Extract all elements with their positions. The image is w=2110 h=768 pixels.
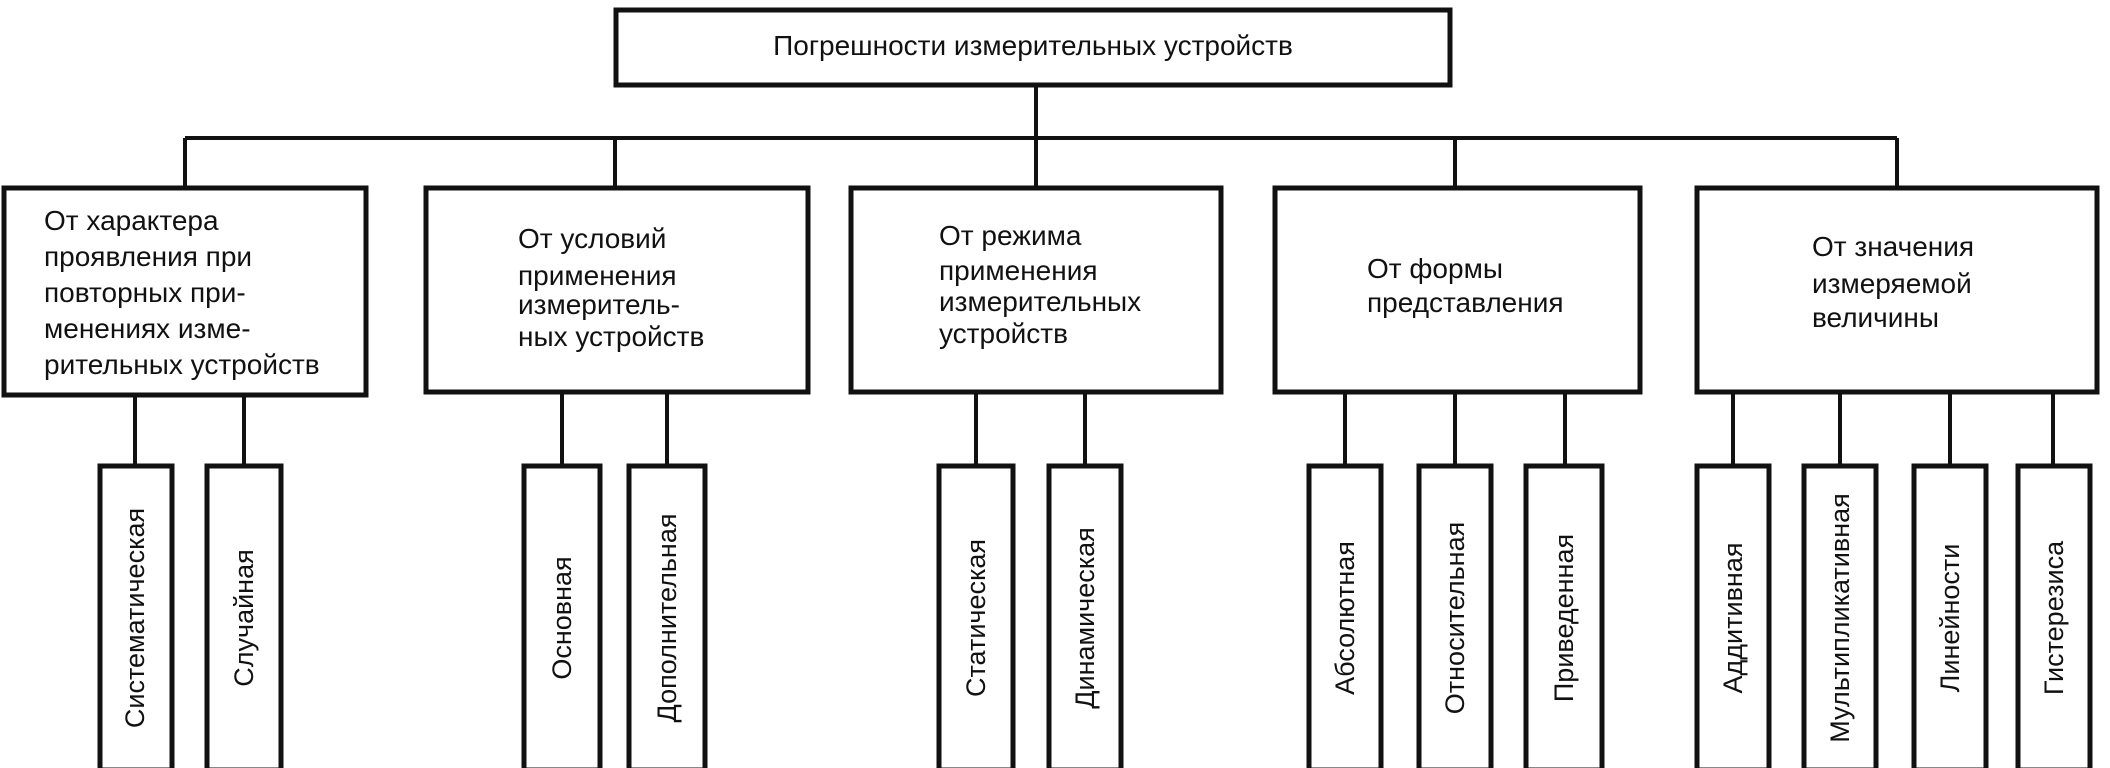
category-label: От условий применения измеритель- ных ус…	[518, 223, 704, 352]
category-node-2: От режима применения измерительных устро…	[848, 185, 1224, 395]
category-node-1: От условий применения измеритель- ных ус…	[423, 185, 811, 395]
leaf-label: Систематическая	[120, 508, 150, 728]
leaf-label: Аддитивная	[1718, 543, 1748, 694]
leaf-node: Абсолютная	[1306, 463, 1384, 768]
leaf-label: Динамическая	[1070, 527, 1100, 709]
leaf-label: Мультипликативная	[1825, 493, 1855, 743]
category-label: От формы представления	[1367, 253, 1564, 318]
connector-lines	[133, 85, 2055, 466]
leaf-node: Линейности	[1911, 463, 1989, 768]
leaf-node: Основная	[521, 463, 603, 768]
leaf-node: Дополнительная	[626, 463, 708, 768]
leaf-node: Гистерезиса	[2015, 463, 2093, 768]
category-label: От характера проявления при повторных пр…	[44, 205, 320, 380]
category-node-4: От значения измеряемой величины	[1694, 185, 2100, 395]
leaf-node: Динамическая	[1046, 463, 1124, 768]
category-label: От режима применения измерительных устро…	[939, 220, 1149, 349]
leaf-node: Относительная	[1416, 463, 1494, 768]
leaf-node: Приведенная	[1523, 463, 1605, 768]
leaf-label: Абсолютная	[1330, 541, 1360, 695]
leaf-node: Аддитивная	[1694, 463, 1772, 768]
leaf-label: Гистерезиса	[2039, 540, 2069, 695]
leaf-node: Мультипликативная	[1801, 463, 1879, 768]
root-node: Погрешности измерительных устройств	[613, 7, 1453, 88]
leaf-label: Статическая	[961, 539, 991, 697]
leaf-node: Случайная	[204, 463, 284, 768]
leaf-label: Относительная	[1440, 522, 1470, 714]
category-label: От значения измеряемой величины	[1812, 231, 1982, 333]
leaf-node: Систематическая	[97, 463, 175, 768]
category-node-0: От характера проявления при повторных пр…	[1, 185, 369, 398]
leaf-label: Приведенная	[1549, 534, 1579, 702]
leaf-label: Дополнительная	[652, 514, 682, 723]
leaf-label: Случайная	[229, 549, 259, 686]
category-node-3: От формы представления	[1272, 185, 1643, 395]
root-label: Погрешности измерительных устройств	[773, 30, 1293, 61]
leaf-node: Статическая	[936, 463, 1016, 768]
leaf-label: Линейности	[1935, 544, 1965, 693]
leaf-label: Основная	[547, 556, 577, 679]
